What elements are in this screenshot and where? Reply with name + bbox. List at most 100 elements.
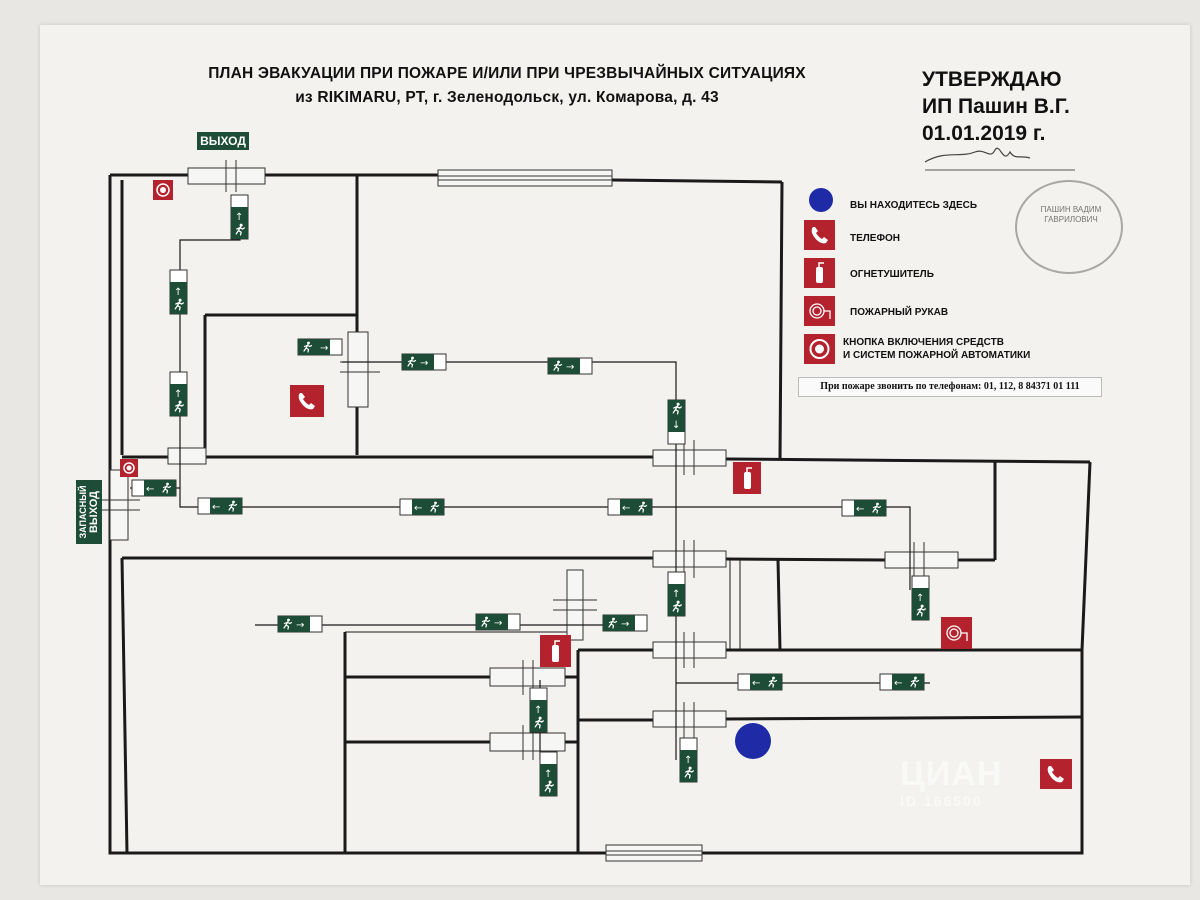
legend-alarm-button-line2: И СИСТЕМ ПОЖАРНОЙ АВТОМАТИКИ [843,350,1031,361]
fire-hose-icon [941,617,972,649]
approval-stamp-text: ПАШИН ВАДИМ ГАВРИЛОВИЧ [1040,205,1102,224]
outer-wall-left-bottom [108,175,1084,855]
door-right [884,551,959,569]
telephone-icon [1040,759,1072,789]
exit-sign-left: ← [197,497,243,515]
windows-and-doors [109,167,959,862]
door-room [347,331,369,408]
svg-text:↑: ↑ [235,212,243,223]
fire-alarm-button-icon [804,334,835,364]
wall-lower-mid [776,559,782,651]
svg-text:↑: ↑ [544,769,552,780]
door-lower-a [652,641,727,659]
exit-sign-up: ↑ [539,751,558,797]
svg-text:→: → [621,619,629,630]
svg-text:←: ← [212,502,220,513]
fire-hose-icon [804,296,835,326]
building-walls [108,173,1092,855]
door-lower-c [489,667,566,687]
exit-sign-up: ↑ [679,737,698,783]
exit-signs: → → → ← ← ← ← ← → → → ← ← ↑ ↑ ↑ ↓ ↑ ↑ ↑ … [131,194,930,797]
approval-label: УТВЕРЖДАЮ [922,68,1062,91]
svg-text:→: → [420,358,428,369]
approval-person: ИП Пашин В.Г. [922,95,1070,118]
watermark: ЦИАН ID 166500 [900,755,1003,809]
approval-block: УТВЕРЖДАЮ ИП Пашин В.Г. 01.01.2019 г. [922,66,1070,147]
telephone-icon [290,385,324,417]
exit-sign-left: ← [841,499,887,517]
corridor-wall-upper-right [725,457,1091,464]
legend-icons [804,188,835,364]
corridor-wall-lower-mid [725,557,886,562]
exit-sign-right: → [602,614,648,632]
exit-sign-up: ↑ [230,194,249,240]
svg-text:→: → [566,362,574,373]
fire-alarm-button-icon [120,459,138,477]
window-bottom [605,844,703,862]
legend-fire-hose: ПОЖАРНЫЙ РУКАВ [850,307,949,318]
you-are-here-icon [735,723,771,759]
legend-telephone: ТЕЛЕФОН [850,233,900,244]
svg-text:←: ← [414,503,422,514]
exit-sign-up: ↑ [169,269,188,315]
svg-text:←: ← [752,678,760,689]
exit-sign-right: → [475,613,521,631]
door-lower-d [489,732,566,752]
svg-text:↑: ↑ [672,589,680,600]
svg-text:↑: ↑ [174,287,182,298]
door-crosshairs [100,160,925,760]
exit-sign-right: → [547,357,593,375]
outer-wall-right [1080,461,1092,651]
svg-text:→: → [494,618,502,629]
exit-sign-down: ↓ [667,399,686,445]
exit-sign-up: ↑ [911,575,930,621]
plan-title-line1: ПЛАН ЭВАКУАЦИИ ПРИ ПОЖАРЕ И/ИЛИ ПРИ ЧРЕЗ… [208,65,806,82]
plan-title-line2: из RIKIMARU, РТ, г. Зеленодольск, ул. Ко… [295,89,719,106]
svg-text:→: → [320,343,328,354]
exit-sign-left: ← [131,479,177,497]
wall-upper-right [778,181,784,461]
svg-text:←: ← [146,484,154,495]
door-corridor-bottom [652,550,727,568]
exit-sign-up: ↑ [169,371,188,417]
svg-text:↓: ↓ [672,420,680,431]
exit-sign-left: ← [737,673,783,691]
exit-sign-left: ← [879,673,925,691]
fire-extinguisher-icon [804,258,835,288]
emergency-phone-note: При пожаре звонить по телефонам: 01, 112… [798,377,1102,397]
wall-lower-d [725,715,1083,721]
legend-alarm-button-line1: КНОПКА ВКЛЮЧЕНИЯ СРЕДСТВ [843,337,1004,348]
wall-lower-left [120,557,129,854]
watermark-line2: ID 166500 [900,793,983,809]
plan-equipment [120,180,1072,789]
fire-extinguisher-icon [540,635,571,667]
door-lower-b [652,710,727,728]
you-are-here-icon [809,188,833,212]
approval-date: 01.01.2019 г. [922,122,1046,145]
watermark-line1: ЦИАН [900,755,1003,793]
legend-alarm-button: КНОПКА ВКЛЮЧЕНИЯ СРЕДСТВ И СИСТЕМ ПОЖАРН… [843,336,1030,362]
svg-text:←: ← [622,503,630,514]
exit-sign-up: ↑ [529,687,548,733]
fire-extinguisher-icon [733,462,761,494]
route-upper-room [342,361,677,455]
exit-sign-up: ↑ [667,571,686,617]
svg-text:←: ← [894,678,902,689]
svg-text:↑: ↑ [174,389,182,400]
main-exit-sign: ВЫХОД [197,132,249,150]
legend-you-are-here: ВЫ НАХОДИТЕСЬ ЗДЕСЬ [850,200,978,211]
exit-sign-right: → [277,615,323,633]
exit-sign-right: → [297,338,343,356]
fire-alarm-button-icon [153,180,173,200]
svg-text:↑: ↑ [684,755,692,766]
svg-text:↑: ↑ [534,705,542,716]
door-spare-exit [109,469,129,541]
svg-text:↑: ↑ [916,593,924,604]
thin-walls [345,560,741,650]
exit-sign-right: → [401,353,447,371]
outer-wall-top-right [611,178,783,184]
spare-exit-sign: ЗАПАСНЫЙ ВЫХОД [76,480,102,544]
spare-exit-line2: ВЫХОД [88,491,100,534]
plan-title: ПЛАН ЭВАКУАЦИИ ПРИ ПОЖАРЕ И/ИЛИ ПРИ ЧРЕЗ… [122,62,892,110]
